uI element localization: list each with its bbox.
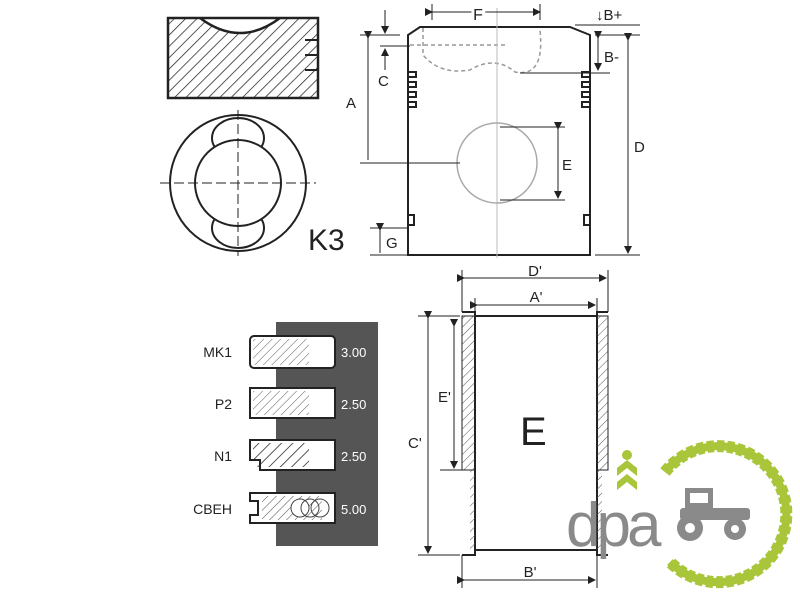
dim-D-prime: D' (528, 263, 542, 280)
dim-E-prime: E' (438, 389, 451, 406)
ring-value-1: 2.50 (341, 397, 366, 412)
ring-name-3: CBEH (193, 501, 232, 517)
dpa-logo (617, 440, 793, 589)
wheat-icon (617, 450, 637, 490)
dim-A: A (346, 95, 356, 112)
ring-value-2: 2.50 (341, 449, 366, 464)
dim-C-prime: C' (408, 435, 422, 452)
ring-value-3: 5.00 (341, 502, 366, 517)
dim-F: F (473, 7, 483, 24)
tractor-icon (677, 488, 750, 541)
dim-D: D (634, 139, 645, 156)
dim-A-prime: A' (530, 289, 543, 306)
dim-G: G (386, 235, 398, 252)
piston-side-view (166, 16, 320, 100)
cylinder-liner (418, 270, 609, 588)
liner-type-label: E (520, 410, 547, 454)
ring-value-0: 3.00 (341, 345, 366, 360)
ring-profiles (249, 335, 336, 524)
dim-B-prime: B' (524, 564, 537, 581)
dim-B-plus: ↓B+ (596, 7, 623, 24)
ring-name-1: P2 (215, 396, 232, 412)
dim-B-minus: B- (604, 49, 619, 66)
piston-top-view (160, 110, 316, 256)
ring-name-0: MK1 (203, 344, 232, 360)
ring-name-2: N1 (214, 448, 232, 464)
logo-text: dpa (566, 491, 662, 560)
piston-section (360, 4, 640, 258)
model-label: K3 (308, 224, 345, 257)
dim-C: C (378, 73, 389, 90)
dim-E: E (562, 157, 572, 174)
